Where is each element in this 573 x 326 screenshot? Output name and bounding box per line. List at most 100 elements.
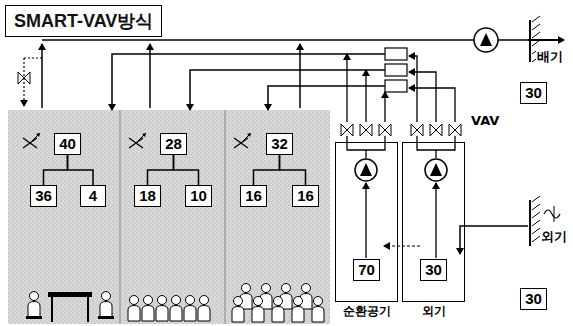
- wind-symbol: [554, 206, 555, 222]
- person-icon: [280, 284, 292, 310]
- louver: [529, 200, 531, 246]
- fan-symbol: [430, 163, 442, 176]
- person-icon: [312, 297, 324, 323]
- desk-leg: [87, 297, 89, 322]
- person-icon: [184, 296, 196, 322]
- value-box: 30: [520, 82, 547, 104]
- manifold: [347, 136, 385, 158]
- value-number: 10: [190, 187, 207, 204]
- exhaust-arrow: [528, 39, 564, 41]
- intake-line: [435, 183, 436, 258]
- air-handling-unit: [335, 142, 398, 302]
- chair: [26, 316, 42, 319]
- fan-symbol: [355, 159, 377, 181]
- outlet-line: [409, 56, 417, 122]
- vav-valve: [341, 124, 353, 136]
- exhaust-fan: [474, 28, 498, 52]
- exhaust-duct: [498, 39, 528, 41]
- zone-divider: [225, 110, 226, 324]
- callout-label: 배기: [536, 48, 564, 66]
- person-icon: [28, 292, 40, 318]
- callout-label: VAV: [470, 113, 500, 128]
- person-icon: [240, 284, 252, 310]
- value-number: 30: [425, 261, 442, 278]
- tree-connector: [254, 155, 280, 185]
- title: SMART-VAV방식: [14, 11, 153, 31]
- outlet-line: [409, 72, 436, 122]
- air-handling-unit: [402, 142, 465, 302]
- value-number: 28: [165, 135, 182, 152]
- person-icon: [300, 284, 312, 310]
- unit-box: 외기30: [402, 142, 465, 302]
- person-icon: [232, 297, 244, 323]
- value-box: 40: [54, 133, 81, 155]
- value-box: 16: [292, 185, 319, 207]
- manifold: [417, 136, 455, 158]
- supply-duct: [268, 86, 385, 110]
- value-number: 36: [35, 187, 52, 204]
- fan-symbol: [425, 159, 447, 181]
- value-number: 32: [271, 135, 288, 152]
- person-icon: [252, 297, 264, 323]
- desk-leg: [51, 297, 53, 322]
- value-number: 16: [245, 187, 262, 204]
- value-box: 30: [520, 288, 547, 310]
- value-number: 30: [525, 84, 542, 101]
- value-number: 70: [358, 261, 375, 278]
- diffuser-symbol: [234, 133, 251, 148]
- value-box: 16: [240, 185, 267, 207]
- callout-label: 외기: [540, 228, 568, 246]
- unit-box: 순환공기70: [335, 142, 398, 302]
- mixing-box: [385, 48, 407, 60]
- person-icon: [156, 296, 168, 322]
- dotted-line: [24, 57, 42, 58]
- value-box: 70: [353, 259, 380, 281]
- value-box: 28: [160, 133, 187, 155]
- person-icon: [128, 296, 140, 322]
- unit-label: 순환공기: [330, 303, 403, 320]
- outlet-line: [365, 70, 366, 122]
- value-number: 16: [297, 187, 314, 204]
- supply-duct: [112, 54, 385, 110]
- return-duct: [41, 44, 43, 108]
- value-box: 32: [266, 133, 293, 155]
- dotted-line: [23, 58, 24, 106]
- value-box: 30: [420, 259, 447, 281]
- vav-valve: [449, 124, 461, 136]
- outdoor-air-duct: [460, 226, 528, 254]
- unit-label: 외기: [397, 303, 470, 320]
- tree-connector: [44, 155, 68, 185]
- diffuser-symbol: [23, 133, 40, 148]
- supply-duct: [190, 70, 385, 110]
- chair: [98, 316, 114, 319]
- tree-connector: [148, 155, 174, 185]
- value-box: 36: [30, 185, 57, 207]
- exhaust-fan: [480, 33, 492, 46]
- damper-symbol: [18, 72, 30, 84]
- mixing-box: [385, 80, 407, 92]
- person-icon: [100, 292, 112, 318]
- outlet-line: [346, 54, 347, 122]
- louver-hatch: [532, 196, 540, 242]
- fan-symbol: [360, 163, 372, 176]
- person-icon: [292, 297, 304, 323]
- desk: [48, 292, 92, 297]
- title-box: SMART-VAV방식: [5, 5, 162, 37]
- value-number: 40: [59, 135, 76, 152]
- person-icon: [198, 296, 210, 322]
- vav-valve: [430, 124, 442, 136]
- value-box: 10: [185, 185, 212, 207]
- person-icon: [272, 297, 284, 323]
- person-icon: [170, 296, 182, 322]
- vav-valve: [379, 124, 391, 136]
- vav-valve: [360, 124, 372, 136]
- outlet-line: [409, 88, 455, 122]
- wind-symbol: [544, 210, 560, 218]
- person-icon: [142, 296, 154, 322]
- person-icon: [260, 284, 272, 310]
- vav-valve: [411, 124, 423, 136]
